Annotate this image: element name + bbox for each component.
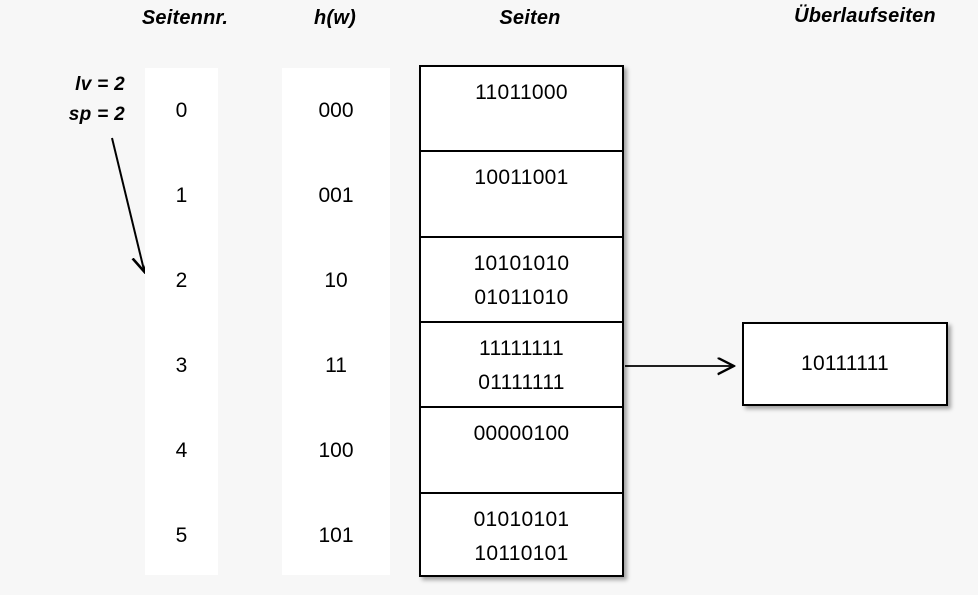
page-bucket-row: 01010101 10110101: [421, 494, 622, 579]
page-number-cell: 5: [175, 523, 188, 547]
column-header-hash: h(w): [314, 7, 356, 29]
page-number-column: 0 1 2 3 4 5: [145, 68, 218, 575]
page-number-cell: 2: [175, 268, 188, 292]
column-header-pages: Seiten: [499, 7, 561, 29]
page-bucket-row: 10101010 01011010: [421, 238, 622, 323]
page-bucket-row: 00000100: [421, 408, 622, 494]
hash-value-cell: 10: [324, 268, 348, 292]
page-bucket-row: 10011001: [421, 152, 622, 238]
hash-value-column: 000 001 10 11 100 101: [282, 68, 390, 575]
page-number-cell: 4: [175, 438, 188, 462]
page-entry: 00000100: [473, 422, 570, 446]
overflow-link-arrow-icon: [625, 346, 746, 388]
hash-value-cell: 101: [318, 523, 354, 547]
page-entry: 11011000: [475, 81, 568, 104]
split-pointer-arrow-icon: [111, 137, 175, 295]
parameter-block: lv = 2 sp = 2: [10, 70, 125, 130]
parameter-sp: sp = 2: [68, 104, 125, 125]
overflow-page-entry: 10111111: [800, 352, 890, 375]
page-entry: 10110101: [474, 541, 569, 565]
page-number-cell: 1: [175, 183, 188, 207]
hash-value-cell: 11: [325, 353, 347, 377]
column-header-page-number: Seitennr.: [141, 7, 229, 29]
pages-table: 11011000 10011001 10101010 01011010 1111…: [419, 65, 624, 577]
page-number-cell: 3: [175, 353, 188, 377]
page-bucket-row: 11011000: [421, 67, 622, 153]
page-bucket-row: 11111111 01111111: [421, 323, 622, 409]
page-entry: 01011010: [474, 285, 569, 309]
page-entry: 01111111: [478, 370, 565, 394]
page-entry: 11111111: [479, 336, 564, 360]
page-number-cell: 0: [175, 98, 188, 122]
hash-value-cell: 100: [318, 438, 354, 462]
page-entry: 10011001: [474, 166, 569, 190]
page-entry: 01010101: [473, 507, 570, 531]
hash-value-cell: 000: [318, 98, 354, 122]
overflow-page-box: 10111111: [742, 322, 948, 406]
parameter-lv: lv = 2: [75, 74, 125, 95]
page-entry: 10101010: [473, 251, 570, 275]
column-header-overflow-pages: Überlaufseiten: [794, 5, 936, 27]
hash-value-cell: 001: [318, 183, 354, 207]
